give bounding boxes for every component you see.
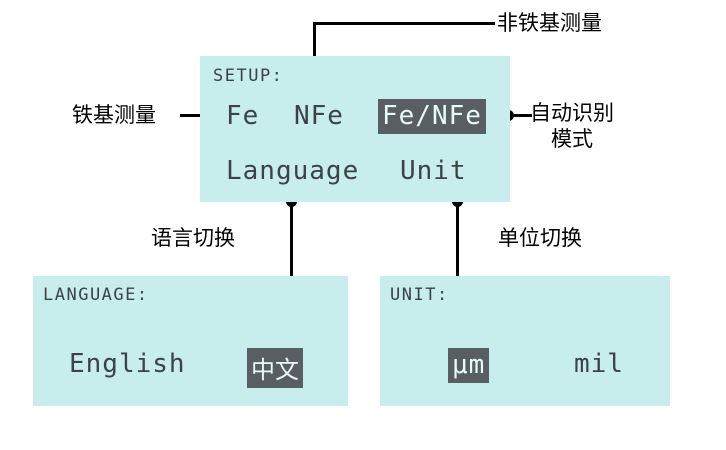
language-screen-header: LANGUAGE: (43, 285, 149, 305)
setup-screen-header: SETUP: (213, 66, 284, 86)
setup-screen: SETUP: Fe NFe Fe/NFe Language Unit (200, 56, 510, 202)
annotation-language-switch: 语言切换 (151, 226, 235, 250)
unit-option-micrometre[interactable]: μm (448, 348, 490, 383)
leader-line-language (290, 201, 293, 286)
setup-option-language[interactable]: Language (226, 156, 360, 186)
leader-line-unit (456, 201, 459, 286)
annotation-non-ferrous: 非铁基测量 (497, 11, 602, 35)
setup-option-fe-nfe[interactable]: Fe/NFe (378, 99, 486, 134)
language-option-english[interactable]: English (69, 349, 186, 379)
annotation-unit-switch: 单位切换 (498, 226, 582, 250)
language-option-chinese[interactable]: 中文 (247, 348, 303, 388)
unit-screen-header: UNIT: (390, 285, 449, 305)
leader-line-auto-mode (510, 114, 532, 117)
leader-line-non-ferrous-horizontal (313, 22, 495, 25)
setup-option-fe[interactable]: Fe (226, 101, 260, 131)
annotation-auto-mode-line2: 模式 (551, 127, 593, 151)
setup-option-nfe[interactable]: NFe (294, 101, 344, 131)
annotation-ferrous: 铁基测量 (72, 103, 156, 127)
unit-screen: UNIT: μm mil (380, 276, 670, 406)
leader-line-ferrous (180, 114, 216, 117)
language-screen: LANGUAGE: English 中文 (33, 276, 348, 406)
annotation-auto-mode-line1: 自动识别 (530, 101, 614, 125)
setup-option-unit[interactable]: Unit (400, 156, 467, 186)
unit-option-mil[interactable]: mil (574, 349, 624, 379)
